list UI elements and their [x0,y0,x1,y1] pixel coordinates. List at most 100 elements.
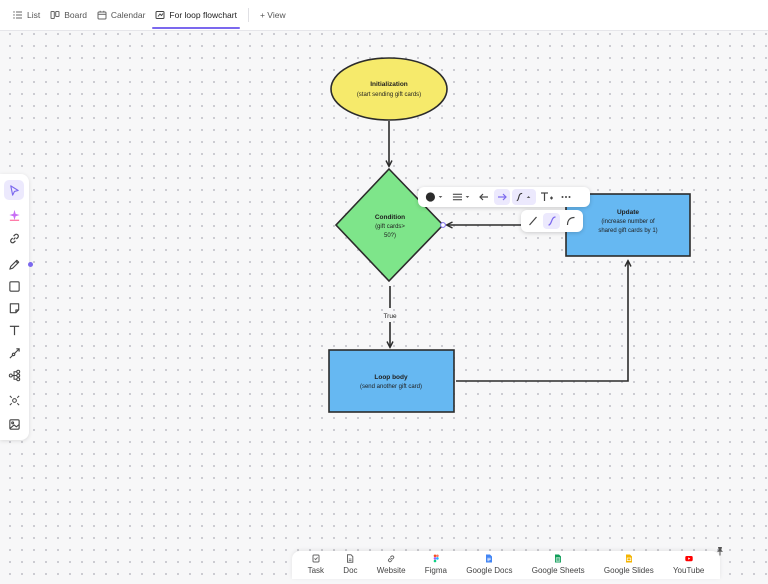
tab-calendar-label: Calendar [110,10,146,20]
text-icon [9,325,19,335]
add-text-button[interactable] [538,189,556,205]
condition-line-1: (gift cards> [375,224,405,230]
embed-task-label: Task [307,566,325,575]
arrow-left-icon [479,193,488,201]
embed-google-slides-label: Google Slides [603,566,654,575]
view-tab-bar: List Board Calendar For loop flowchart +… [0,0,768,31]
select-tool[interactable] [4,180,24,200]
youtube-icon [684,556,693,562]
text-tool[interactable] [4,320,24,340]
tab-board-label: Board [64,10,87,20]
shape-tool[interactable] [4,276,24,296]
calendar-icon [97,10,107,20]
embed-youtube-button[interactable]: YouTube [673,554,704,575]
sticky-note-tool[interactable] [4,298,24,318]
line-type-picker[interactable] [512,189,536,205]
loop-body-title: Loop body [374,374,408,381]
pen-tool[interactable] [4,254,24,274]
connector-tool[interactable] [4,343,24,363]
connector-icon [8,347,20,359]
embed-doc-label: Doc [343,566,358,575]
mind-map-icon [8,369,20,381]
google-sheets-icon [555,554,562,563]
initialization-shape [330,57,448,121]
pin-icon[interactable] [715,546,725,556]
arrow-end-button[interactable] [494,189,510,205]
google-slides-icon [625,554,632,563]
add-view-button[interactable]: + View [255,0,291,31]
arrow-right-icon [498,193,507,201]
condition-title: Condition [375,214,405,221]
link-tool[interactable] [4,228,24,248]
loop-body-shape [328,349,455,413]
curve-line-icon [516,192,531,202]
ai-shapes-icon [8,394,20,406]
condition-line-2: 50?) [384,233,396,239]
arrow-start-button[interactable] [476,189,492,205]
embed-figma-button[interactable]: Figma [425,554,447,575]
image-icon [8,418,20,430]
embed-task-button[interactable]: Task [308,554,324,575]
condition-node[interactable]: Condition (gift cards> 50?) [334,167,446,283]
board-icon [50,10,60,20]
connector-loop-body-to-update[interactable] [456,261,628,382]
line-style-picker[interactable] [450,189,474,205]
loop-body-node[interactable]: Loop body (send another gift card) [328,349,455,413]
tab-for-loop-flowchart[interactable]: For loop flowchart [150,0,242,31]
text-plus-icon [541,192,553,201]
ai-sparkle-icon [8,209,20,221]
straight-line-option[interactable] [525,213,542,229]
condition-anchor-handle[interactable] [440,222,446,228]
list-icon [13,10,23,20]
sticky-note-icon [9,302,19,313]
tab-calendar[interactable]: Calendar [92,0,151,31]
link-icon [388,555,395,563]
initialization-title: Initialization [370,81,408,88]
more-horizontal-icon [561,196,571,198]
embed-google-sheets-button[interactable]: Google Sheets [532,554,585,575]
embed-figma-label: Figma [424,566,447,575]
embed-doc-button[interactable]: Doc [343,554,358,575]
embed-google-docs-label: Google Docs [466,566,513,575]
curved-line-option[interactable] [543,213,561,229]
task-icon [312,554,320,563]
loop-body-subtitle: (send another gift card) [360,384,422,390]
tab-board[interactable]: Board [45,0,92,31]
embed-google-docs-button[interactable]: Google Docs [466,554,512,575]
initialization-node[interactable]: Initialization (start sending gift cards… [330,57,448,121]
pointer-icon [9,184,19,196]
embed-website-button[interactable]: Website [377,554,406,575]
embed-google-slides-button[interactable]: Google Slides [604,554,654,575]
color-dot-icon [425,192,435,202]
pen-icon [8,259,19,270]
square-icon [8,280,20,292]
pen-color-dot [28,262,33,267]
tab-divider [247,8,249,22]
whiteboard-icon [155,10,165,20]
embed-youtube-label: YouTube [672,566,705,575]
tab-list[interactable]: List [8,0,45,31]
curve-line-icon [548,216,556,226]
embed-website-label: Website [376,566,406,575]
figma-icon [433,554,439,563]
line-type-popover [521,210,583,232]
arc-line-icon [566,216,575,226]
tab-for-loop-flowchart-label: For loop flowchart [169,10,237,20]
ai-shapes-tool[interactable] [4,390,24,410]
true-label: True [383,313,397,320]
image-tool[interactable] [4,414,24,434]
more-options-button[interactable] [558,189,574,205]
arc-line-option[interactable] [562,213,579,229]
mind-map-tool[interactable] [4,365,24,385]
update-line-1: (increase number of [601,219,655,225]
tab-list-label: List [27,10,41,20]
update-line-2: shared gift cards by 1) [598,228,657,234]
line-color-picker[interactable] [422,189,448,205]
left-toolbar [0,174,33,440]
embed-bar: Task Doc Website Figma Google Docs Googl… [292,551,720,579]
link-icon [9,233,19,243]
embed-google-sheets-label: Google Sheets [531,566,585,575]
ai-tool[interactable] [4,205,24,225]
connector-toolbar [418,187,590,207]
